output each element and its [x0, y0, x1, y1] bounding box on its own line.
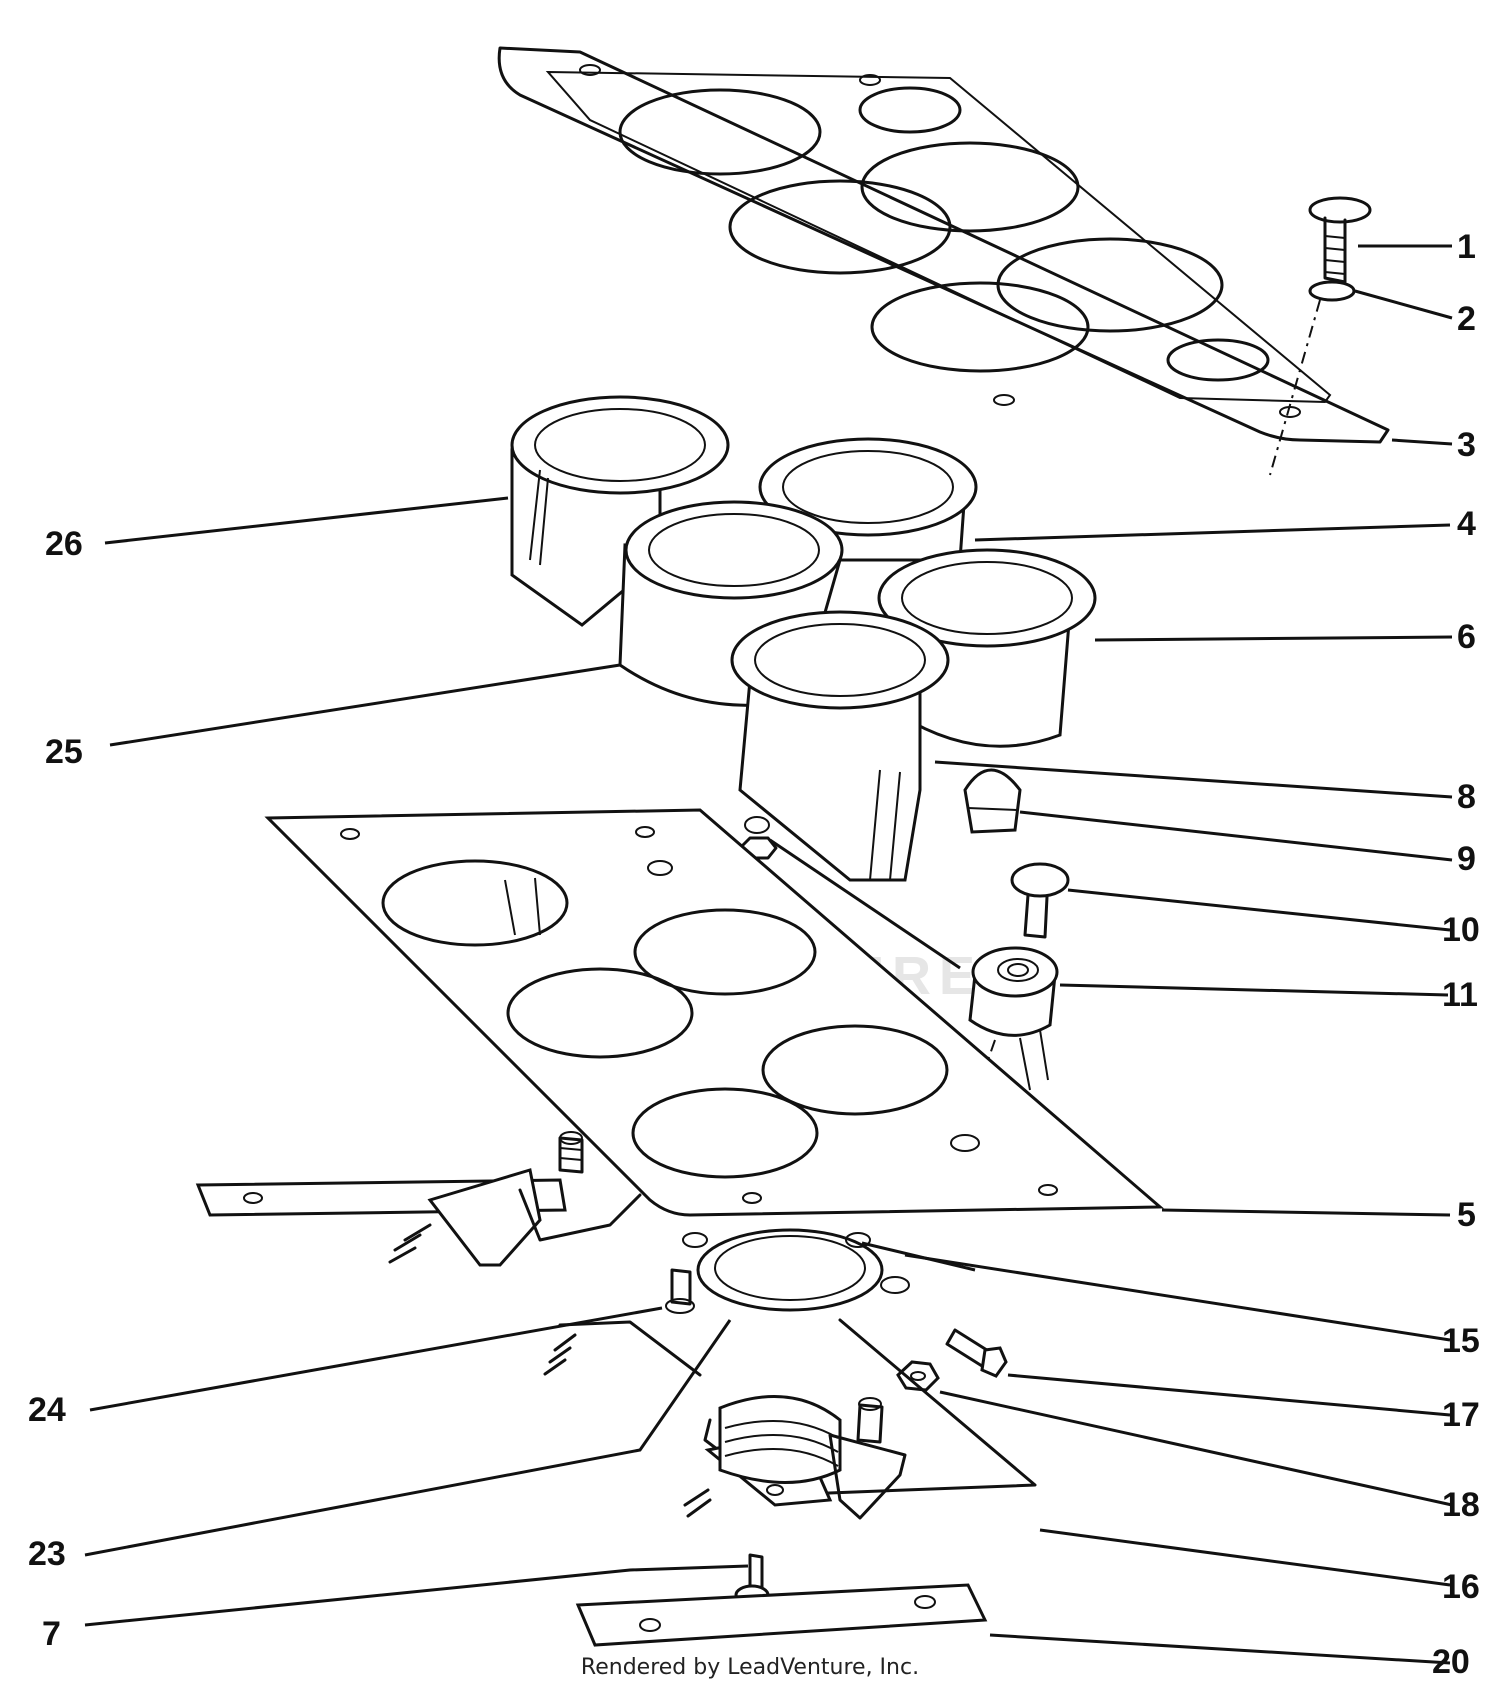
callout-3: 3: [1457, 426, 1476, 464]
indicator-bulb: [963, 768, 1022, 834]
callout-15: 15: [1442, 1322, 1480, 1360]
bolt-17: [945, 1328, 1008, 1378]
strap-20: [575, 1583, 988, 1647]
callout-8: 8: [1457, 778, 1476, 816]
callout-7: 7: [42, 1615, 61, 1653]
sender-unit: [718, 1394, 842, 1484]
stud-left: [558, 1131, 584, 1174]
stud-24: [665, 1268, 695, 1314]
gauge-8: [730, 610, 950, 882]
callout-16: 16: [1442, 1568, 1480, 1606]
callout-4: 4: [1457, 505, 1476, 543]
callout-24: 24: [28, 1391, 66, 1429]
callout-17: 17: [1442, 1396, 1480, 1434]
hex-nut-18: [896, 1360, 940, 1392]
callout-11: 11: [1442, 976, 1478, 1014]
callout-1: 1: [1457, 228, 1476, 266]
callout-5: 5: [1457, 1196, 1476, 1234]
washer-part: [1308, 280, 1356, 302]
ring-gasket: [682, 1228, 910, 1312]
leader-lines: [84, 244, 1453, 1665]
callout-20: 20: [1432, 1643, 1470, 1681]
callout-2: 2: [1457, 300, 1476, 338]
callout-23: 23: [28, 1535, 66, 1573]
footer-credit: Rendered by LeadVenture, Inc.: [580, 1655, 920, 1680]
callout-26: 26: [45, 525, 83, 563]
switch-part: [968, 946, 1059, 1091]
screw-part: [1308, 196, 1372, 284]
knob-part: [1010, 862, 1070, 939]
callout-25: 25: [45, 733, 83, 771]
stud-right: [828, 1397, 907, 1520]
callout-10: 10: [1442, 911, 1480, 949]
bracket-left: [195, 1168, 642, 1267]
callout-9: 9: [1457, 840, 1476, 878]
panel-plate: [264, 808, 1164, 1217]
top-bezel-plate: [497, 46, 1390, 444]
callout-6: 6: [1457, 618, 1476, 656]
gauge-6: [877, 548, 1097, 748]
callout-18: 18: [1442, 1486, 1480, 1524]
